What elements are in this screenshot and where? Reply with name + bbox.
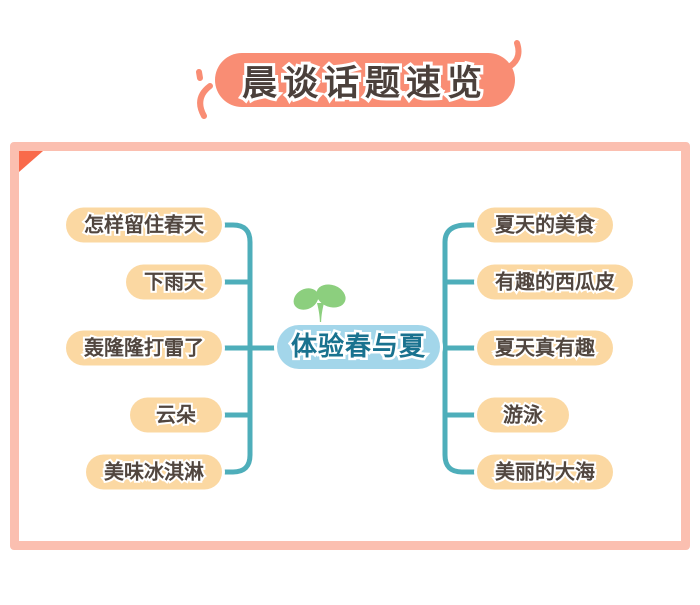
mindmap-center-node: 体验春与夏 bbox=[277, 325, 441, 369]
mindmap-node-left-1: 怎样留住春天 bbox=[66, 207, 222, 243]
mindmap-node-left-4: 云朵 bbox=[130, 397, 222, 433]
mindmap-node-right-3: 夏天真有趣 bbox=[477, 330, 613, 366]
mindmap-node-left-2: 下雨天 bbox=[126, 264, 222, 300]
folded-corner-icon bbox=[19, 151, 43, 172]
mindmap-node-right-4: 游泳 bbox=[477, 397, 569, 433]
mindmap-node-left-5: 美味冰淇淋 bbox=[86, 454, 222, 490]
title-banner: 晨谈话题速览 bbox=[215, 53, 515, 107]
mindmap-node-right-5: 美丽的大海 bbox=[477, 454, 613, 490]
mindmap-node-right-2: 有趣的西瓜皮 bbox=[477, 264, 633, 300]
mindmap-node-left-3: 轰隆隆打雷了 bbox=[66, 330, 222, 366]
page-title: 晨谈话题速览 bbox=[239, 61, 488, 107]
sparkle-stroke-left-icon bbox=[196, 69, 213, 119]
mindmap-node-right-1: 夏天的美食 bbox=[477, 207, 613, 243]
sprout-icon bbox=[293, 284, 346, 327]
